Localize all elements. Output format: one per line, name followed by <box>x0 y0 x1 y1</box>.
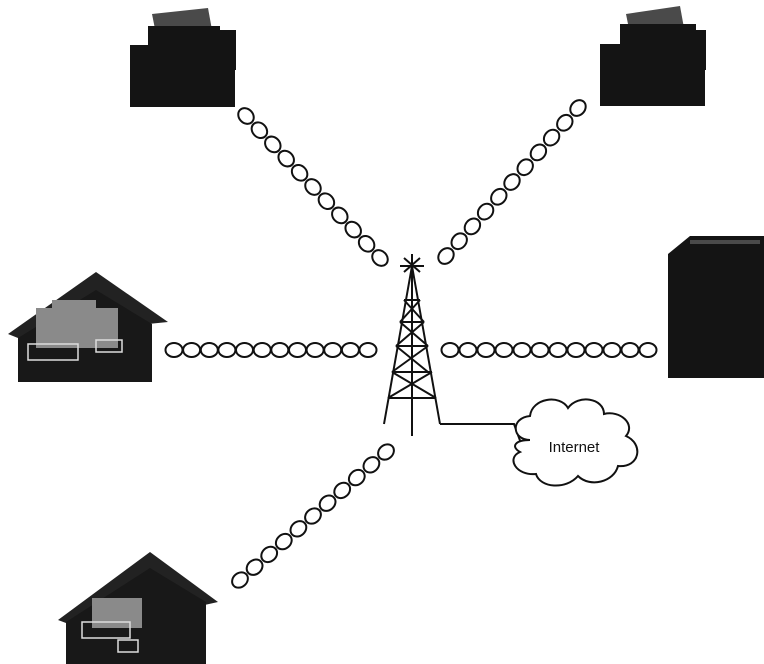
signal-link-segment <box>490 187 508 206</box>
signal-link-segment <box>512 342 532 358</box>
signal-link-segment <box>584 342 604 358</box>
wireless-link-right <box>440 342 658 358</box>
signal-link-segment <box>264 135 282 154</box>
signal-link-segment <box>333 481 352 500</box>
signal-link-segment <box>235 342 254 358</box>
signal-link-segment <box>274 532 293 551</box>
signal-link-segment <box>516 158 534 177</box>
signal-link-segment <box>463 217 482 236</box>
signal-link-segment <box>602 342 622 358</box>
signal-link-segment <box>530 342 550 358</box>
signal-link-segment <box>288 342 307 358</box>
radio-tower-icon <box>383 254 441 436</box>
signal-link-segment <box>164 342 184 358</box>
wireless-link-top-left <box>237 107 389 267</box>
signal-link-segment <box>542 128 561 147</box>
signal-link-segment <box>260 545 279 564</box>
signal-link-segment <box>548 342 568 358</box>
signal-link-segment <box>304 507 322 525</box>
signal-link-segment <box>289 520 308 538</box>
signal-link-segment <box>305 342 325 358</box>
signal-link-segment <box>182 342 202 358</box>
house-icon <box>58 552 218 664</box>
signal-link-segment <box>331 206 349 225</box>
signal-link-segment <box>318 494 337 512</box>
signal-link-segment <box>270 342 290 358</box>
signal-link-segment <box>377 443 395 461</box>
wireless-link-top-right <box>437 99 587 265</box>
cloud-icon: Internet <box>512 398 639 487</box>
wired-link-internet <box>440 423 523 447</box>
office-building-icon <box>668 236 764 378</box>
signal-link-segment <box>450 232 468 251</box>
signal-link-segment <box>529 143 548 162</box>
internet-label: Internet <box>549 439 601 456</box>
signal-link-segment <box>638 342 658 358</box>
signal-link-segment <box>437 247 455 265</box>
signal-link-segment <box>362 456 381 474</box>
signal-link-segment <box>503 173 521 191</box>
signal-link-segment <box>317 192 336 211</box>
office-building-icon <box>130 8 236 107</box>
signal-link-segment <box>476 342 496 358</box>
signal-link-segment <box>290 163 309 182</box>
signal-link-segment <box>277 149 295 168</box>
signal-link-segment <box>217 342 237 358</box>
signal-link-segment <box>556 113 574 132</box>
signal-link-segment <box>358 342 378 358</box>
signal-link-segment <box>252 342 272 358</box>
wireless-link-bottom-left <box>231 443 395 589</box>
signal-link-segment <box>237 107 255 125</box>
signal-link-segment <box>340 342 360 358</box>
signal-link-segment <box>494 342 514 358</box>
signal-link-segment <box>344 220 362 239</box>
signal-link-segment <box>620 342 640 358</box>
signal-link-segment <box>569 99 587 117</box>
signal-link-segment <box>458 342 478 358</box>
signal-link-segment <box>440 342 460 358</box>
signal-link-segment <box>357 234 376 253</box>
signal-link-segment <box>250 121 269 140</box>
signal-link-segment <box>323 342 343 358</box>
signal-link-segment <box>371 249 389 267</box>
signal-link-segment <box>476 202 495 221</box>
signal-link-segment <box>347 468 366 487</box>
signal-link-segment <box>566 342 586 358</box>
signal-link-segment <box>199 342 219 358</box>
signal-link-segment <box>231 571 249 589</box>
signal-link-segment <box>245 558 264 576</box>
signal-link-segment <box>304 178 322 196</box>
office-building-icon <box>600 6 706 106</box>
wireless-link-left <box>164 342 378 358</box>
house-icon <box>8 272 168 382</box>
